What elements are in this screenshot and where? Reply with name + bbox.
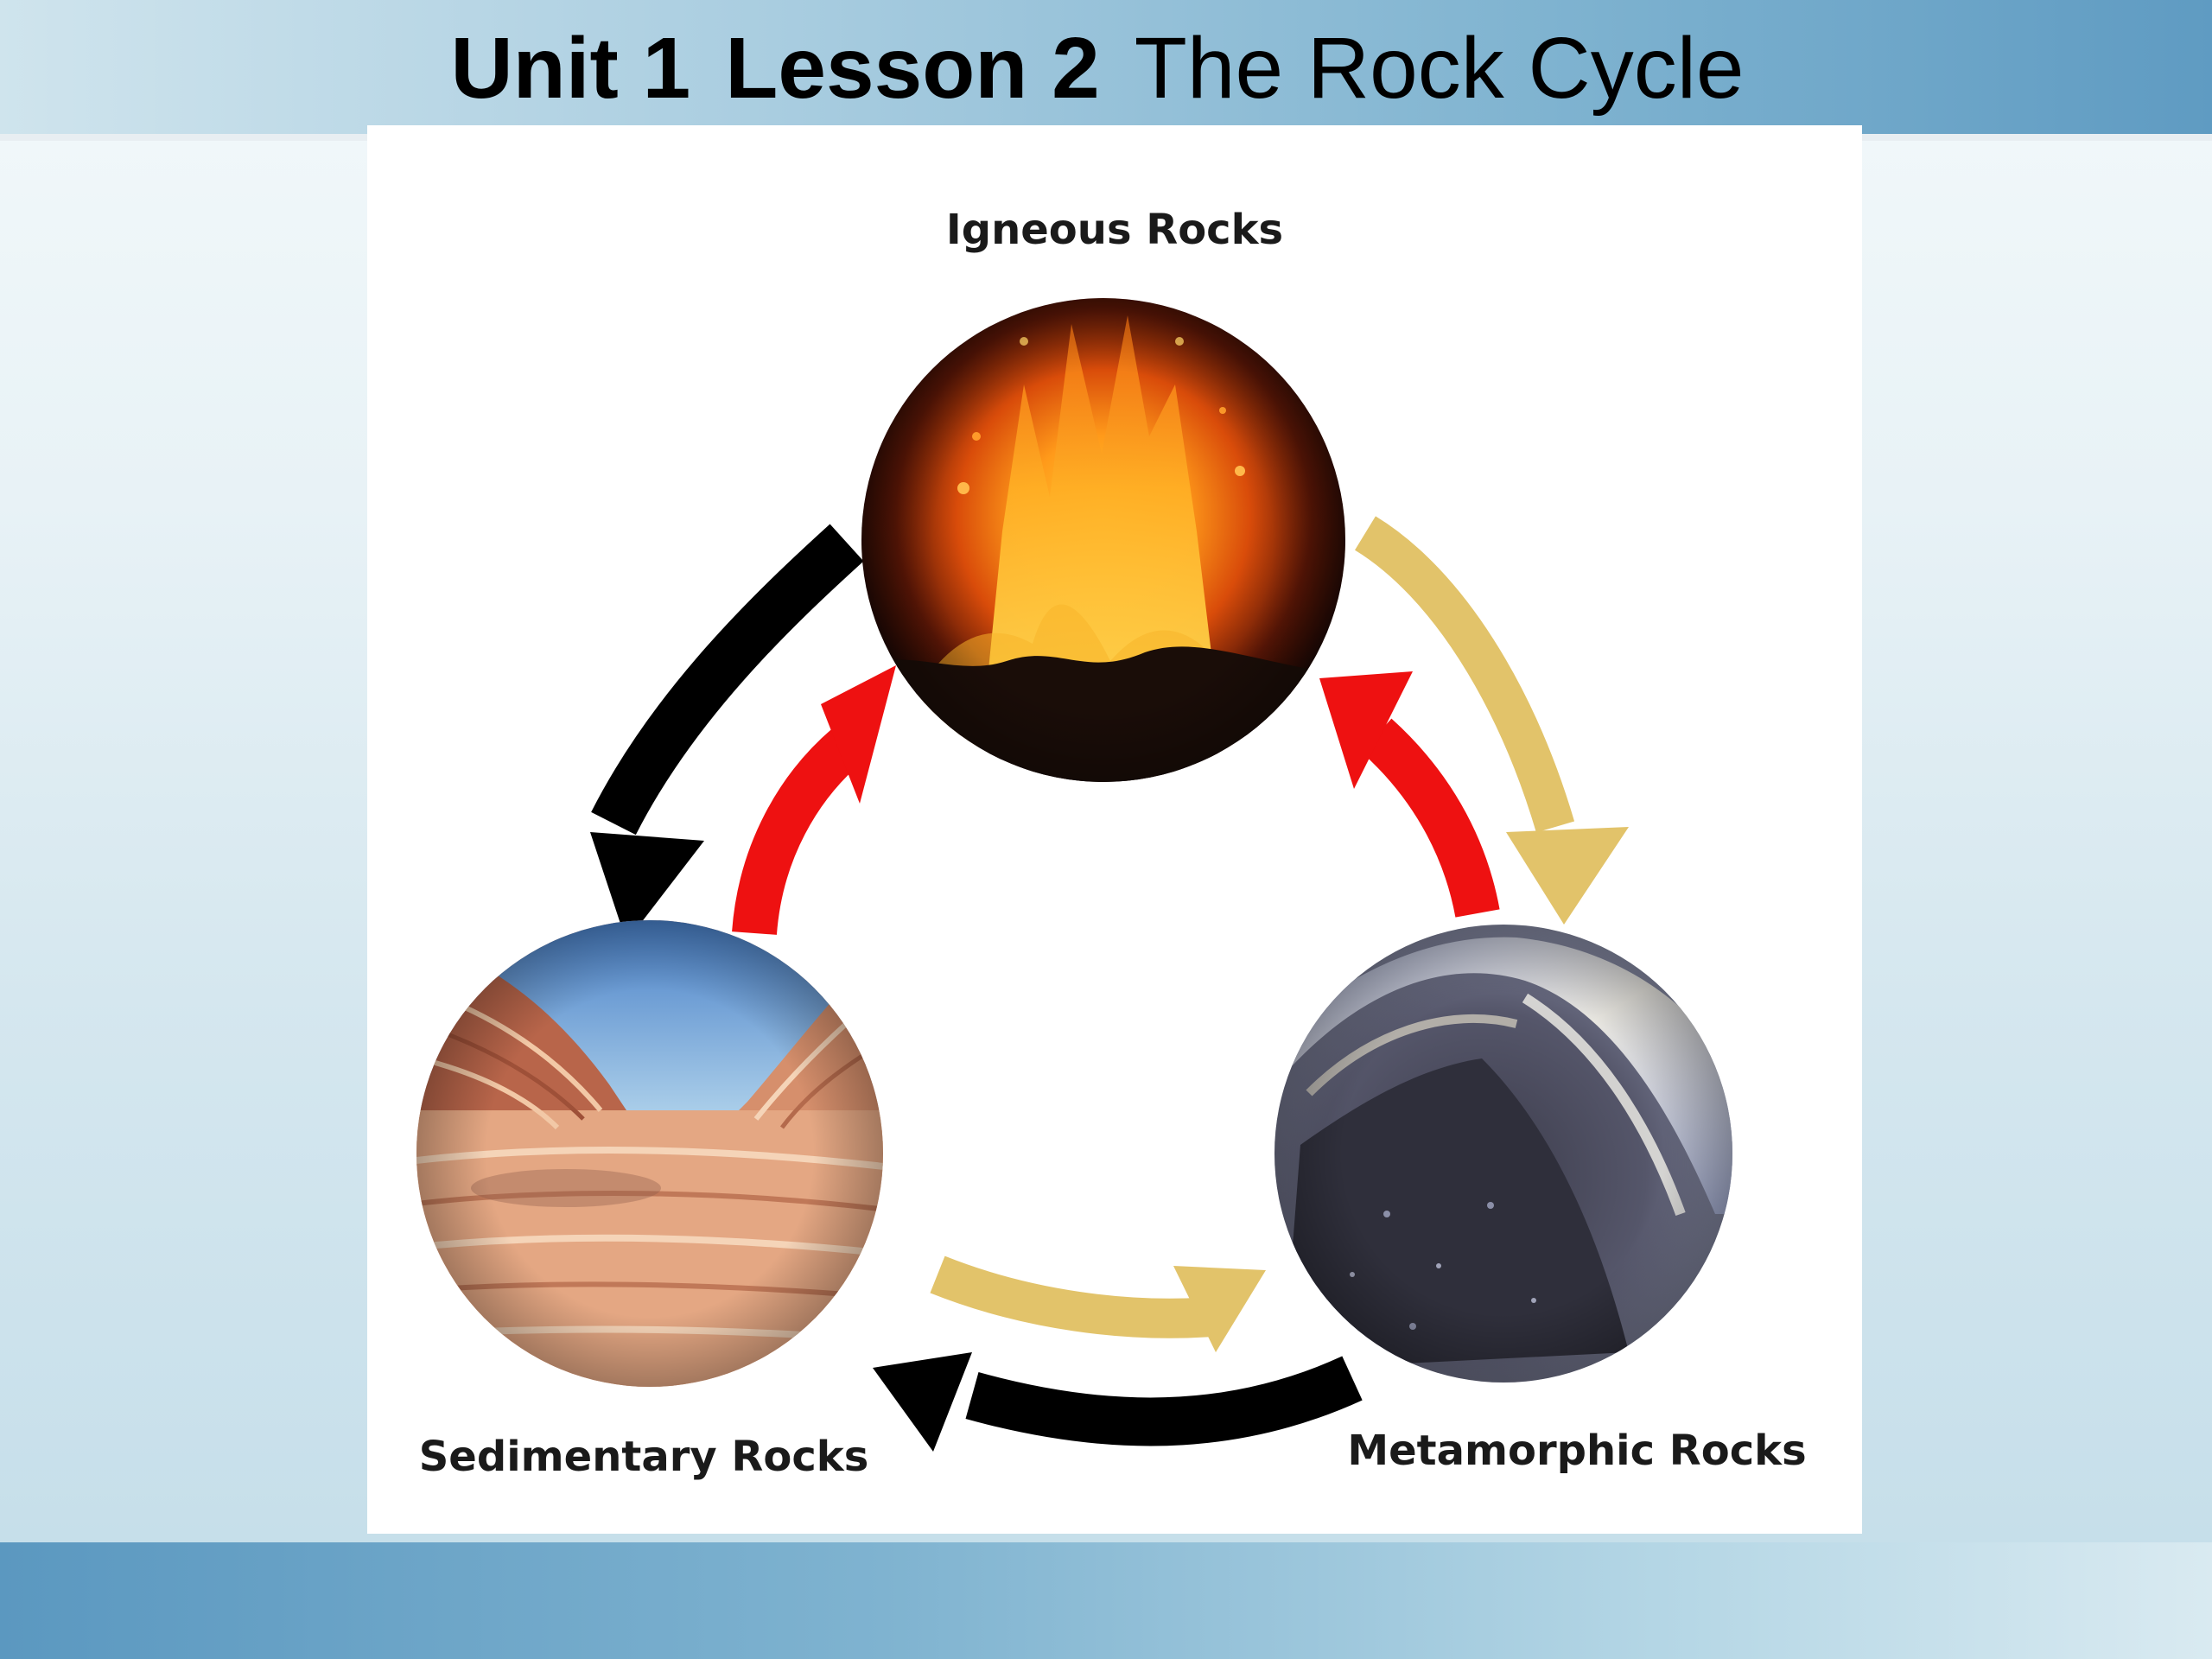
- arrow-igneous-to-metamorphic: [1354, 516, 1629, 925]
- title-lesson: Lesson 2: [725, 20, 1100, 117]
- arrow-igneous-to-sedimentary: [590, 524, 864, 942]
- sedimentary-rock-image: [416, 920, 883, 1387]
- arrow-metamorphic-to-sedimentary: [873, 1352, 1363, 1452]
- title-topic: The Rock Cycle: [1134, 20, 1745, 117]
- metamorphic-rock-image: [1274, 925, 1732, 1382]
- igneous-rock-image: [861, 298, 1345, 782]
- sedimentary-rocks-label: Sedimentary Rocks: [419, 1433, 869, 1481]
- title-unit: Unit 1: [450, 20, 691, 117]
- metamorphic-rocks-label: Metamorphic Rocks: [1347, 1427, 1806, 1475]
- arrow-sedimentary-to-igneous: [732, 665, 896, 936]
- igneous-rocks-label: Igneous Rocks: [946, 206, 1283, 254]
- footer-bar: [0, 1542, 2212, 1659]
- arrow-sedimentary-to-metamorphic: [930, 1255, 1266, 1352]
- rock-cycle-diagram: Igneous Rocks Sedimentary Rocks Metamorp…: [367, 125, 1862, 1534]
- arrow-metamorphic-to-igneous: [1319, 671, 1500, 918]
- page-title: Unit 1 Lesson 2 The Rock Cycle: [0, 12, 2195, 124]
